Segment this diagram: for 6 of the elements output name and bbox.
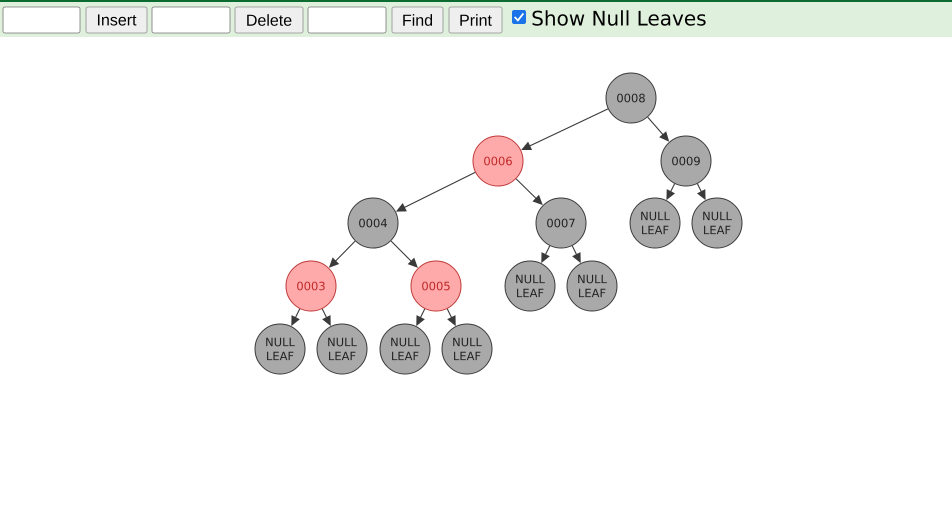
button: Delete	[234, 6, 304, 34]
button: Insert	[86, 6, 148, 34]
checkbox-label: Show Null Leaves	[532, 10, 706, 26]
button: Print	[448, 6, 502, 34]
arrow	[390, 240, 418, 268]
button: Find	[392, 6, 444, 34]
